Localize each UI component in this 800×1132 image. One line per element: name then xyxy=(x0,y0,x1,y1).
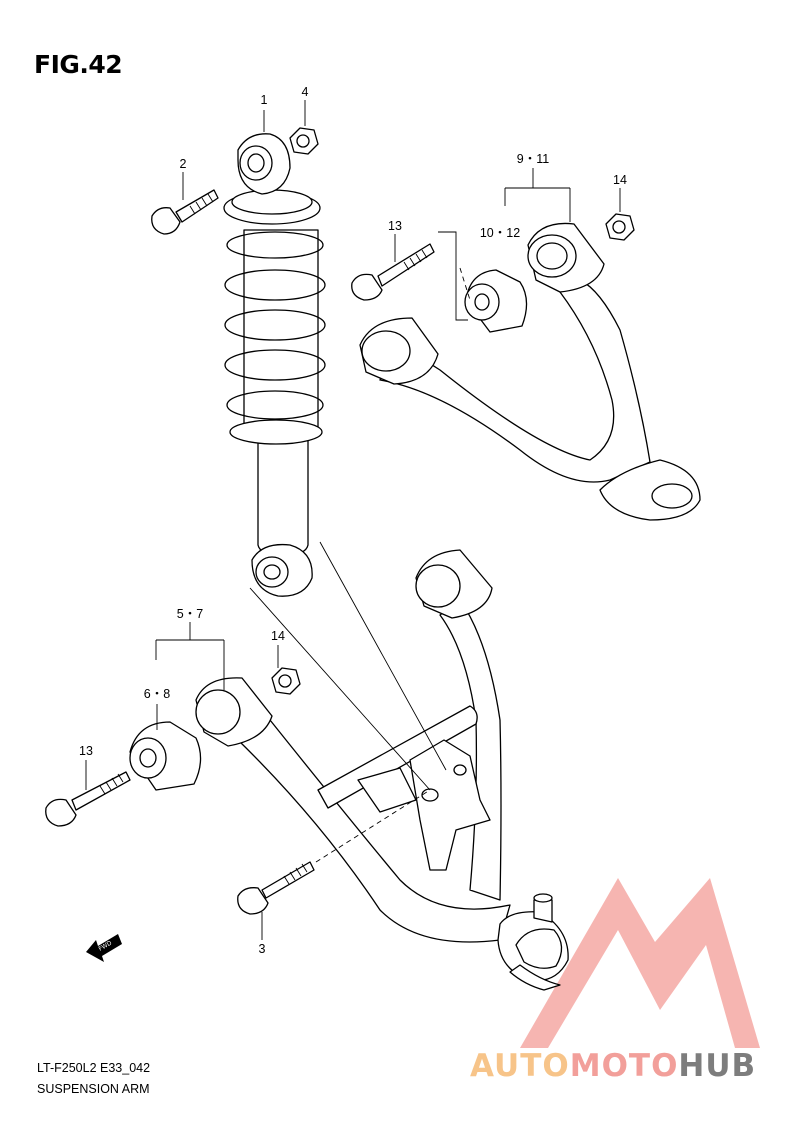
watermark-text: AUTOMOTOHUB xyxy=(470,1048,756,1084)
callout-9-11: 9・11 xyxy=(517,152,549,166)
fwd-arrow-icon: FWD xyxy=(86,934,122,962)
callout-2: 2 xyxy=(180,157,187,171)
bolt-2 xyxy=(151,189,219,235)
shock-absorber xyxy=(223,133,326,597)
bolt-13-lower xyxy=(45,771,131,827)
bolt-13-upper xyxy=(351,243,435,301)
watermark-auto: AUTO xyxy=(470,1048,570,1084)
bushing-6-8 xyxy=(129,721,202,791)
nut-14-lower xyxy=(271,667,301,695)
callout-14-upper: 14 xyxy=(613,173,627,187)
callout-labels: 1 4 2 9・11 14 13 10・12 5・7 14 6・8 13 3 xyxy=(79,85,627,956)
watermark-moto: MOTO xyxy=(569,1048,679,1084)
watermark-hub: HUB xyxy=(678,1048,757,1084)
diagram-caption: SUSPENSION ARM xyxy=(37,1082,150,1096)
callout-4: 4 xyxy=(302,85,309,99)
callout-1: 1 xyxy=(261,93,268,107)
callout-5-7: 5・7 xyxy=(177,607,203,621)
callout-6-8: 6・8 xyxy=(144,687,170,701)
watermark-logo xyxy=(520,878,760,1048)
bolt-3 xyxy=(237,861,315,915)
callout-10-12: 10・12 xyxy=(480,226,520,240)
callout-3: 3 xyxy=(259,942,266,956)
lower-arm xyxy=(195,549,569,991)
nut-4 xyxy=(289,127,319,155)
callout-14-lower: 14 xyxy=(271,629,285,643)
model-code: LT-F250L2 E33_042 xyxy=(37,1061,151,1075)
bushing-10-12 xyxy=(464,269,528,333)
leader-lines xyxy=(85,100,621,940)
callout-13-lower: 13 xyxy=(79,744,93,758)
callout-13-upper: 13 xyxy=(388,219,402,233)
upper-arm xyxy=(359,222,701,521)
figure-title: FIG.42 xyxy=(34,50,123,79)
nut-14-upper xyxy=(605,213,635,241)
